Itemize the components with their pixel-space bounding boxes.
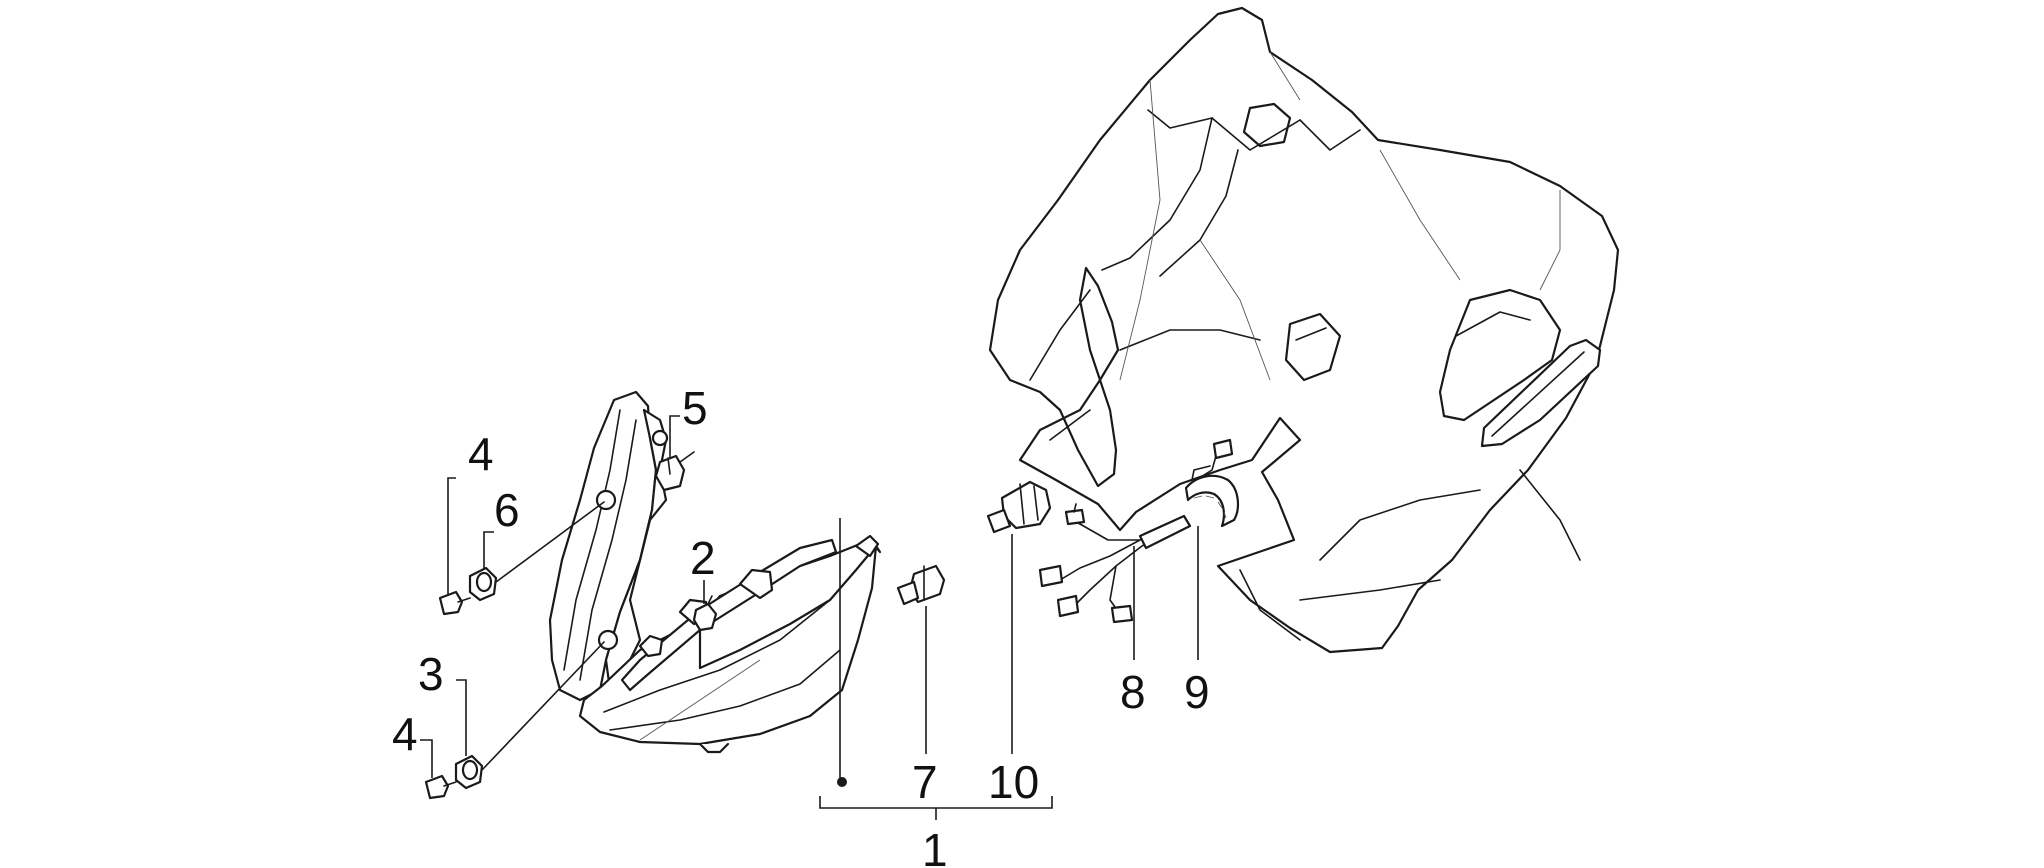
leader-lines [420, 415, 1199, 820]
callout-6: 6 [494, 484, 520, 536]
part-4-screw-upper [438, 590, 471, 616]
front-shield-fairing [988, 6, 1620, 654]
part-9-lamp-holder-ring [1184, 438, 1240, 528]
callout-10: 10 [988, 756, 1039, 808]
part-2-clip [692, 595, 718, 632]
alignment-lines [481, 501, 605, 771]
part-4-screw-lower [424, 774, 457, 800]
part-6-grommet [468, 566, 498, 602]
callout-3: 3 [418, 648, 444, 700]
callout-9: 9 [1184, 666, 1210, 718]
callout-8: 8 [1120, 666, 1146, 718]
bullet-dot [837, 777, 847, 787]
part-3-grommet [454, 754, 484, 790]
part-10-bulb [986, 480, 1052, 534]
part-8-wiring-harness [1038, 503, 1192, 624]
callout-5: 5 [682, 382, 708, 434]
callout-4-lower: 4 [392, 708, 418, 760]
callout-1: 1 [922, 824, 948, 868]
part-5-clip [654, 451, 695, 492]
part-7-bulb [896, 564, 946, 606]
callout-7: 7 [912, 756, 938, 808]
callout-4-upper: 4 [468, 428, 494, 480]
callout-labels: 4 6 5 2 3 4 7 10 8 9 1 [392, 382, 1210, 868]
callout-2: 2 [690, 532, 716, 584]
